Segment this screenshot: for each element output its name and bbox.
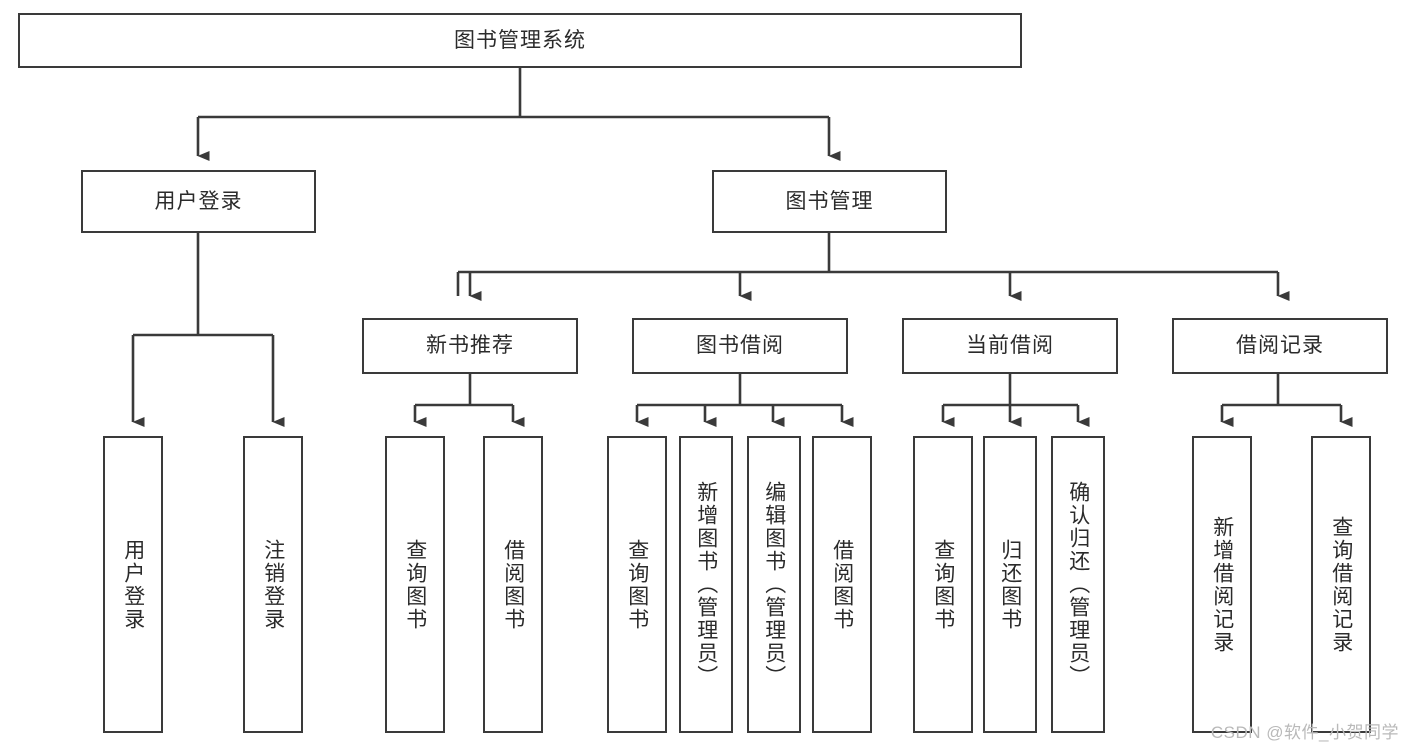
node-label: 查询图书: [625, 538, 649, 631]
node-leaf-logout[interactable]: 注销登录: [243, 436, 303, 733]
node-label: 注销登录: [261, 538, 285, 631]
node-book-borrow[interactable]: 图书借阅: [632, 318, 848, 374]
node-leaf-borrow-book[interactable]: 借阅图书: [812, 436, 872, 733]
node-leaf-add-borrow-record[interactable]: 新增借阅记录: [1192, 436, 1252, 733]
node-label: 借阅图书: [501, 538, 525, 631]
node-label: 新增图书（管理员）: [694, 481, 718, 688]
node-label: 查询图书: [403, 538, 427, 631]
node-leaf-confirm-return-admin[interactable]: 确认归还（管理员）: [1051, 436, 1105, 733]
node-new-book-recommend[interactable]: 新书推荐: [362, 318, 578, 374]
node-label: 查询图书: [931, 538, 955, 631]
node-label: 编辑图书（管理员）: [762, 481, 786, 688]
node-label: 当前借阅: [966, 334, 1054, 358]
node-leaf-query-book-borrow[interactable]: 查询图书: [607, 436, 667, 733]
node-label: 确认归还（管理员）: [1066, 481, 1090, 688]
node-label: 借阅图书: [830, 538, 854, 631]
node-leaf-borrow-book-recommend[interactable]: 借阅图书: [483, 436, 543, 733]
node-label: 图书管理系统: [454, 28, 586, 52]
node-label: 新增借阅记录: [1210, 515, 1234, 654]
node-leaf-query-book-recommend[interactable]: 查询图书: [385, 436, 445, 733]
node-label: 借阅记录: [1236, 334, 1324, 358]
node-root-library-system[interactable]: 图书管理系统: [18, 13, 1022, 68]
node-user-login[interactable]: 用户登录: [81, 170, 316, 233]
node-label: 图书管理: [785, 189, 874, 213]
node-current-borrow[interactable]: 当前借阅: [902, 318, 1118, 374]
node-leaf-edit-book-admin[interactable]: 编辑图书（管理员）: [747, 436, 801, 733]
node-label: 查询借阅记录: [1329, 515, 1353, 654]
node-leaf-user-login[interactable]: 用户登录: [103, 436, 163, 733]
node-leaf-return-book[interactable]: 归还图书: [983, 436, 1037, 733]
node-leaf-query-borrow-record[interactable]: 查询借阅记录: [1311, 436, 1371, 733]
watermark-text: CSDN @软件_小贺同学: [1210, 723, 1399, 742]
node-leaf-add-book-admin[interactable]: 新增图书（管理员）: [679, 436, 733, 733]
node-label: 归还图书: [998, 538, 1022, 631]
node-leaf-query-book-current[interactable]: 查询图书: [913, 436, 973, 733]
node-borrow-record[interactable]: 借阅记录: [1172, 318, 1388, 374]
node-label: 用户登录: [121, 538, 145, 631]
node-book-management[interactable]: 图书管理: [712, 170, 947, 233]
node-label: 图书借阅: [696, 334, 784, 358]
node-label: 用户登录: [154, 189, 243, 213]
node-label: 新书推荐: [426, 334, 514, 358]
